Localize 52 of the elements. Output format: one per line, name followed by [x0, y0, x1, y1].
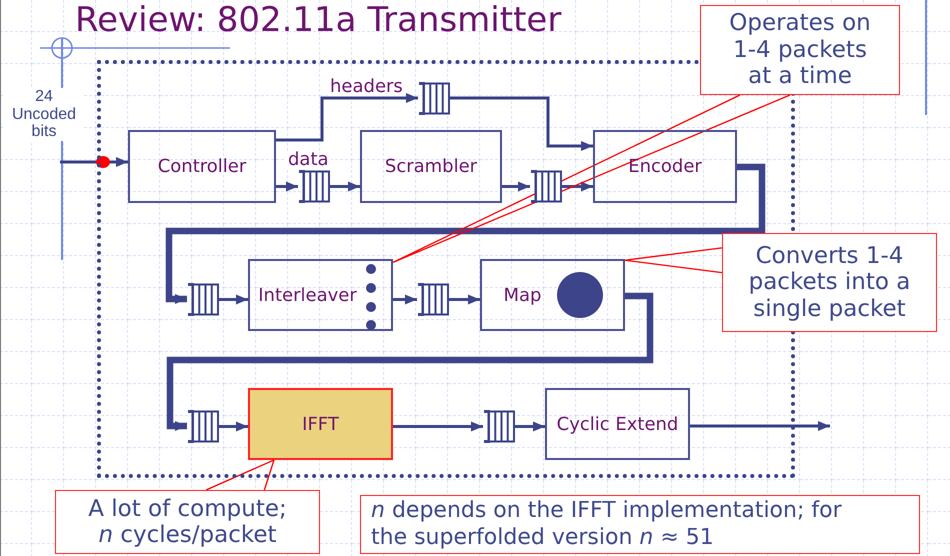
arrow — [393, 422, 483, 432]
fifo-queue — [418, 82, 450, 115]
block-label: Encoder — [628, 156, 702, 177]
arrow — [330, 182, 360, 192]
arrow — [450, 96, 593, 151]
block-label: Scrambler — [384, 156, 478, 177]
fifo-queue — [187, 410, 219, 443]
callout-text: A lot of compute; n cycles/packet — [87, 496, 288, 548]
highlighted-process-box — [248, 388, 393, 460]
callout-box — [55, 490, 320, 554]
process-box — [593, 130, 737, 203]
arrow — [276, 93, 418, 142]
process-box — [480, 259, 625, 331]
fifo-queue — [417, 283, 449, 316]
callout-text: Converts 1-4 packets into a single packet — [748, 242, 912, 322]
arrow — [219, 422, 248, 432]
arrow — [60, 157, 128, 167]
arrow — [166, 292, 654, 431]
callout-text: n depends on the IFFT implementation; for the superfolded version n ≈ 51 — [371, 498, 843, 551]
process-box — [128, 130, 276, 203]
process-box — [248, 259, 393, 331]
callout-box — [700, 5, 900, 95]
arrow — [515, 422, 545, 432]
fifo-queue — [530, 170, 562, 203]
edge-label: data — [286, 151, 331, 169]
arrow — [502, 182, 530, 192]
fifo-queue — [298, 170, 330, 203]
fifo-queue — [187, 283, 219, 316]
input-label: 24 Uncoded bits — [5, 88, 83, 141]
edge-label: headers — [328, 78, 405, 96]
arrow — [690, 421, 830, 431]
arrow — [219, 294, 248, 304]
arrow — [276, 182, 298, 192]
callout-text: Operates on 1-4 packets at a time — [728, 10, 872, 90]
arrow — [449, 294, 480, 304]
block-label: Controller — [158, 156, 246, 177]
block-label: IFFT — [302, 414, 339, 434]
arrow — [393, 294, 417, 304]
callout-box — [722, 233, 937, 332]
leader-line — [206, 458, 276, 491]
arrow — [166, 164, 766, 304]
leader-line — [624, 247, 723, 274]
leader-line — [392, 94, 791, 264]
arrow — [562, 182, 593, 192]
process-box — [545, 388, 690, 460]
process-box — [360, 130, 502, 203]
slide-title: Review: 802.11a Transmitter — [75, 0, 562, 40]
block-label: Cyclic Extend — [556, 414, 678, 434]
block-label: Map — [504, 284, 542, 306]
fifo-queue — [483, 410, 515, 443]
block-label: Interleaver — [258, 284, 357, 306]
callout-box — [360, 495, 920, 554]
